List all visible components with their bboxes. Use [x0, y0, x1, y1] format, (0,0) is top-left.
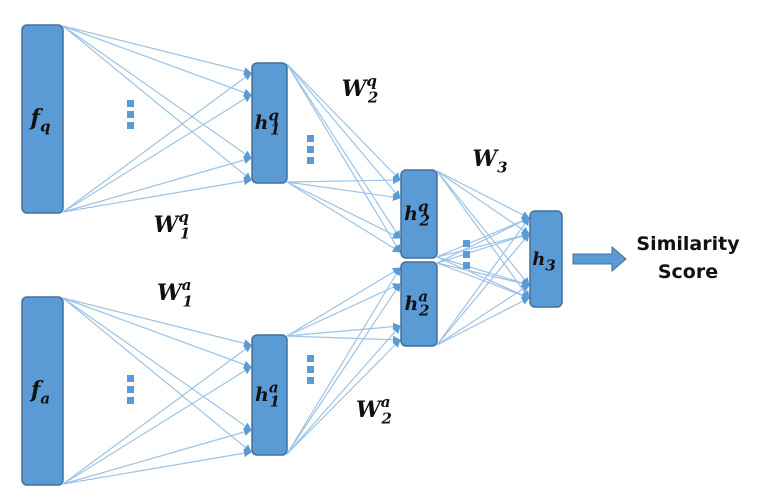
node-box: [251, 62, 288, 184]
edge-h1q-h2q: [286, 176, 401, 185]
edge-h2a-h3: [436, 232, 530, 264]
node-label: h3: [532, 249, 556, 274]
edge-h2a-h3: [436, 217, 530, 346]
ellipses: [127, 100, 470, 404]
edge-h2q-h3: [436, 231, 530, 258]
ellipsis-icon: [307, 135, 314, 164]
edge-fq-h1q: [62, 25, 252, 181]
edge-h2a-h3: [436, 233, 530, 346]
edge-fq-h1q: [62, 25, 252, 76]
edge-h1q-h2q: [286, 181, 401, 201]
edge-fq-h1q: [62, 156, 252, 213]
edge-h2q-h3: [436, 217, 530, 258]
node-box: [400, 169, 438, 259]
node-label: fq: [29, 105, 51, 136]
edge-h2a-h3: [436, 284, 530, 346]
edge-h2q-h3: [436, 170, 530, 219]
edge-h1a-h2a: [286, 335, 401, 344]
ellipsis-icon: [127, 375, 134, 404]
edge-h1q-h2q: [286, 63, 401, 239]
edge-h2q-h3: [436, 170, 530, 299]
edge-h2q-h3: [436, 170, 530, 235]
node-box: [21, 296, 64, 486]
output-label-line1: Similarity: [636, 233, 740, 255]
node-fq: fq: [21, 24, 64, 214]
edge-h1a-h2a: [286, 283, 401, 455]
edge-h2a-h3: [436, 297, 530, 346]
edge-h1q-h2q: [286, 181, 401, 239]
edge-fa-h1a: [62, 297, 252, 369]
node-fa: fa: [21, 296, 64, 486]
edge-fa-h1a: [62, 366, 252, 485]
ellipsis-icon: [463, 240, 470, 269]
ellipsis-icon: [127, 100, 134, 129]
node-box: [400, 261, 438, 347]
edges: [62, 25, 530, 485]
node-label: fa: [29, 377, 50, 408]
node-box: [21, 24, 64, 214]
edge-h1q-h2q: [286, 63, 401, 181]
weight-label-w3: W3: [472, 146, 507, 177]
edge-h1a-h2a: [286, 283, 401, 337]
edge-fq-h1q: [62, 177, 252, 213]
edge-h1q-h2q: [286, 181, 401, 253]
edge-fq-h1q: [62, 72, 252, 213]
edge-h1a-h2a: [286, 267, 401, 337]
output-arrow: [572, 245, 627, 273]
edge-fa-h1a: [62, 297, 252, 431]
ellipsis-icon: [307, 355, 314, 384]
edge-h2a-h3: [436, 217, 530, 264]
edge-h2q-h3: [436, 170, 530, 286]
edge-h1q-h2q: [286, 63, 401, 253]
edge-h1a-h2a: [286, 267, 401, 455]
node-h3: h3: [529, 210, 563, 308]
edge-fa-h1a: [62, 297, 252, 348]
edge-h2q-h3: [436, 256, 530, 287]
edge-fa-h1a: [62, 449, 252, 485]
edge-h2q-h3: [436, 256, 530, 299]
edge-h2a-h3: [436, 262, 530, 288]
edge-fq-h1q: [62, 25, 252, 159]
edge-h1a-h2a: [286, 322, 401, 337]
edge-h1q-h2q: [286, 63, 401, 199]
edge-fa-h1a: [62, 344, 252, 485]
node-box: [529, 210, 563, 308]
edge-fq-h1q: [62, 94, 252, 213]
edge-h1a-h2a: [286, 325, 401, 455]
edge-fa-h1a: [62, 428, 252, 485]
output-label-line2: Score: [658, 261, 718, 283]
node-box: [251, 334, 288, 456]
edge-h1a-h2a: [286, 339, 401, 455]
edge-fa-h1a: [62, 297, 252, 453]
edge-fq-h1q: [62, 25, 252, 97]
